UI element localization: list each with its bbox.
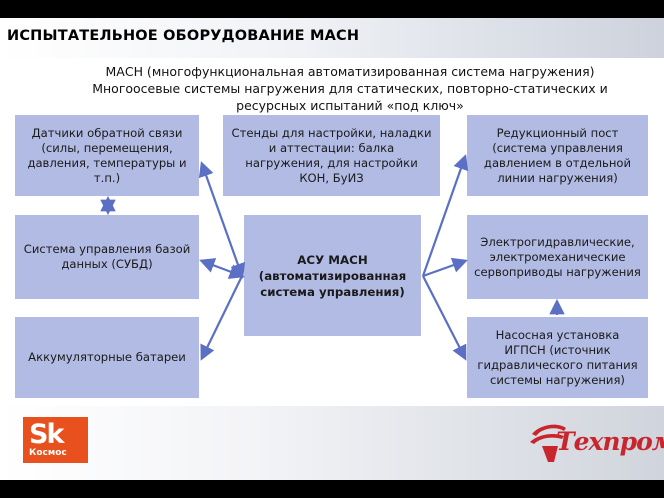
logo-mark: Sk	[29, 419, 64, 450]
subtitle-line: Многоосевые системы нагружения для стати…	[92, 81, 608, 96]
box-line: давления, температуры и	[27, 155, 187, 170]
pump-unit-box: Насосная установка ИГПСН (источник гидра…	[467, 317, 648, 398]
box-line: линии нагружения)	[497, 170, 618, 185]
arrow-asu-pump	[422, 275, 467, 361]
subtitle-line: ресурсных испытаний «под ключ»	[236, 98, 464, 113]
asu-masn-box: АСУ МАСН (автоматизированная система упр…	[244, 215, 421, 336]
dbms-box: Система управления базой данных (СУБД)	[15, 215, 199, 299]
box-line: системы нагружения)	[490, 372, 625, 387]
title-bar: ИСПЫТАТЕЛЬНОЕ ОБОРУДОВАНИЕ МАСН	[0, 18, 664, 58]
subtitle: МАСН (многофункциональная автоматизирова…	[40, 63, 660, 114]
box-line: Насосная установка	[495, 327, 620, 342]
arrow-dbms-asu	[199, 258, 245, 279]
box-line: Аккумуляторные батареи	[28, 350, 186, 364]
box-line: нагружения, для настройки	[245, 155, 418, 170]
box-line: КОН, БуИЗ	[299, 170, 364, 185]
box-line: Стенды для настройки, наладки	[231, 125, 432, 140]
techprom-logo: Техпром	[528, 420, 664, 464]
connector-arrows	[100, 154, 565, 361]
box-line: (система управления	[492, 140, 623, 155]
box-line: АСУ МАСН	[297, 252, 368, 267]
batteries-box: Аккумуляторные батареи	[15, 317, 199, 398]
box-line: т.п.)	[93, 170, 121, 185]
box-line: Датчики обратной связи	[31, 125, 183, 140]
box-line: давлением в отдельной	[483, 155, 632, 170]
box-line: сервоприводы нагружения	[474, 264, 641, 279]
skolkovo-cosmos-logo: Sk Космос	[23, 417, 88, 463]
box-line: (автоматизированная	[258, 268, 407, 283]
box-line: электромеханические	[489, 249, 626, 264]
box-line: данных (СУБД)	[61, 257, 153, 271]
arrow-asu-servo	[422, 257, 468, 278]
box-line: Редукционный пост	[496, 125, 619, 140]
logo-wordmark: Техпром	[556, 427, 664, 456]
page-title: ИСПЫТАТЕЛЬНОЕ ОБОРУДОВАНИЕ МАСН	[7, 28, 360, 44]
arrow-asu-batteries	[200, 275, 243, 361]
box-line: гидравлического питания	[477, 357, 638, 372]
sensors-box: Датчики обратной связи (силы, перемещени…	[15, 115, 199, 196]
box-line: Электрогидравлические,	[480, 234, 635, 249]
slide: ИСПЫТАТЕЛЬНОЕ ОБОРУДОВАНИЕ МАСН МАСН (мн…	[0, 18, 664, 480]
logo-caption: Космос	[29, 448, 67, 458]
box-line: ИГПСН (источник	[504, 342, 611, 357]
box-line: Система управления базой	[23, 242, 191, 256]
footer	[0, 406, 664, 480]
techprom-emblem-icon	[530, 424, 566, 462]
reduction-post-box: Редукционный пост (система управления да…	[467, 115, 648, 196]
box-line: система управления)	[260, 284, 405, 299]
arrow-sensors-asu	[198, 161, 246, 279]
box-line: (силы, перемещения,	[41, 140, 173, 155]
box-line: и аттестации: балка	[268, 140, 395, 155]
servo-drives-box: Электрогидравлические, электромеханическ…	[467, 215, 648, 299]
stands-box: Стенды для настройки, наладки и аттестац…	[223, 115, 440, 196]
subtitle-line: МАСН (многофункциональная автоматизирова…	[105, 64, 595, 79]
arrow-asu-reduction	[421, 154, 469, 277]
